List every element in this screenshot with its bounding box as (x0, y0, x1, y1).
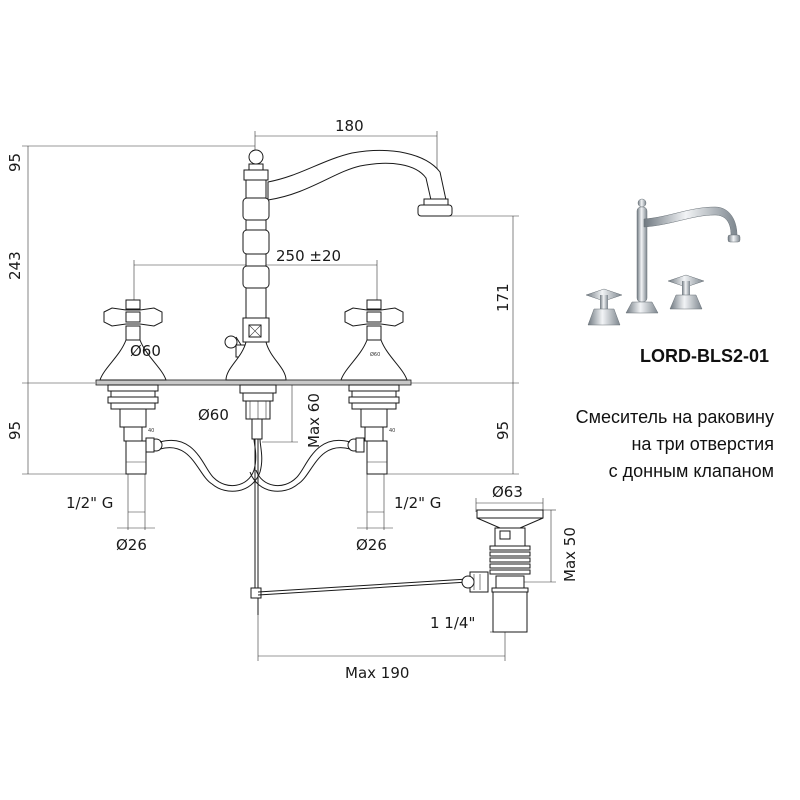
tiny-label-base: Ø60 (370, 351, 380, 358)
popup-rod (250, 439, 469, 615)
label-spout-reach: 180 (335, 117, 364, 135)
description-line-2: на три отверстия (631, 434, 774, 454)
label-shank-right: Ø26 (356, 536, 387, 554)
flex-hoses (145, 437, 365, 492)
label-drain-thread: 1 1/4" (430, 614, 475, 632)
photo-left-handle (585, 288, 623, 326)
product-description: Смеситель на раковину на три отверстия с… (454, 404, 774, 485)
label-shank-left: Ø26 (116, 536, 147, 554)
central-spout (224, 149, 453, 440)
right-handle (340, 299, 408, 475)
label-total-height: 243 (6, 251, 24, 280)
label-spout-height: 171 (494, 283, 512, 312)
description-line-3: с донным клапаном (608, 461, 774, 481)
countertop (95, 379, 412, 386)
label-drain-diameter: Ø63 (492, 483, 523, 501)
label-under-depth-left: 95 (6, 421, 24, 440)
label-max-thickness: Max 60 (305, 393, 323, 448)
label-under-depth-right: 95 (494, 421, 512, 440)
label-handle-spacing: 250 ±20 (276, 247, 341, 265)
model-number: LORD-BLS2-01 (640, 346, 770, 366)
photo-right-handle (667, 274, 705, 310)
product-photo (585, 198, 741, 326)
label-top-offset: 95 (6, 153, 24, 172)
label-drain-max-height: Max 50 (561, 527, 579, 582)
photo-spout (625, 198, 741, 314)
dimension-lines (22, 131, 556, 661)
tiny-label-shank-right: 40 (389, 428, 395, 434)
tiny-label-shank-left: 40 (148, 428, 154, 434)
label-spout-base: Ø60 (198, 406, 229, 424)
left-handle (99, 299, 167, 475)
dimension-labels: 180 243 95 95 171 95 250 ±20 Ø60 Ø60 Max… (6, 117, 579, 682)
drain-valve (461, 509, 544, 633)
label-rod-length: Max 190 (345, 664, 409, 682)
label-thread-right: 1/2" G (394, 494, 441, 512)
description-line-1: Смеситель на раковину (575, 407, 774, 427)
label-handle-base: Ø60 (130, 342, 161, 360)
label-thread-left: 1/2" G (66, 494, 113, 512)
